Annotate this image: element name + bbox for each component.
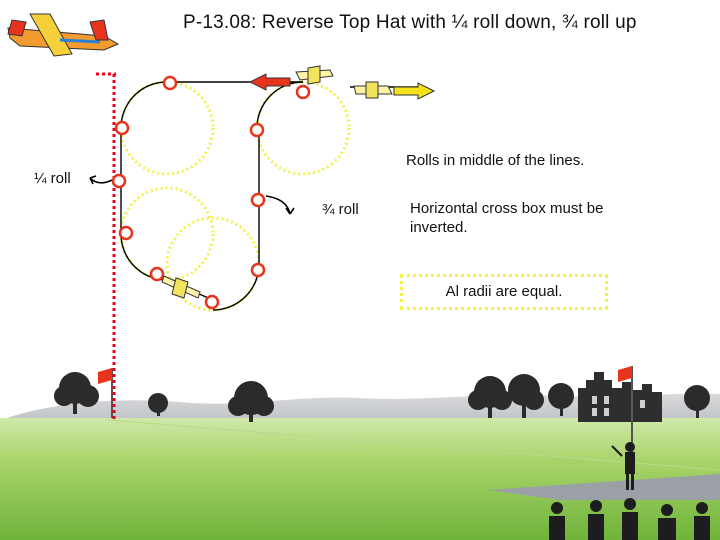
flag-icon: [98, 368, 113, 418]
quarter-roll-label: ¼ roll: [34, 170, 71, 187]
tree-icon: [228, 381, 274, 422]
airplane-icon: [295, 65, 334, 85]
marker: [149, 266, 165, 282]
three-quarter-roll-label: ¾ roll: [322, 201, 359, 218]
marker: [250, 262, 266, 278]
marker: [249, 122, 265, 138]
tree-icon: [548, 383, 574, 416]
radii-note: Al radii are equal.: [400, 274, 608, 310]
grass-field: [0, 418, 720, 540]
marker: [250, 192, 266, 208]
marker: [204, 294, 220, 310]
airplane-logo-icon: [7, 13, 120, 57]
yellow-arrow-right-icon: [393, 82, 436, 100]
diagram-title: P-13.08: Reverse Top Hat with ¼ roll dow…: [183, 12, 637, 33]
roll-arrows: [89, 175, 295, 215]
tree-icon: [54, 372, 99, 414]
tree-icon: [148, 393, 168, 416]
judge-icon: [588, 500, 604, 540]
tree-icon: [468, 376, 512, 418]
marker: [295, 84, 311, 100]
top-left-arc: [120, 81, 171, 129]
marker: [111, 173, 127, 189]
cross-box-note: Horizontal cross box must be inverted.: [410, 200, 604, 236]
castle-icon: [578, 372, 662, 422]
rolls-note: Rolls in middle of the lines.: [406, 152, 585, 169]
loop-guide-bottom-left: [119, 186, 215, 282]
runway: [488, 474, 720, 500]
flight-path: [120, 81, 420, 311]
top-right-arc: [256, 81, 304, 129]
judge-icon: [549, 502, 565, 540]
pilot-axis-line: [107, 419, 720, 471]
judge-icon: [694, 502, 710, 540]
judge-icon: [622, 498, 638, 540]
marker: [118, 225, 134, 241]
airplane-icon: [353, 81, 393, 99]
tree-icon: [684, 385, 710, 418]
marker: [114, 120, 130, 136]
marker: [162, 75, 178, 91]
red-arrow-left-icon: [248, 73, 291, 91]
three-quarter-roll-arrow: [265, 195, 291, 215]
tree-icon: [508, 374, 544, 418]
markers: [111, 75, 311, 310]
airplane-icon: [161, 275, 201, 299]
quarter-roll-arrow: [89, 177, 113, 184]
judge-icon: [658, 504, 676, 540]
pilot-icon: [611, 442, 635, 490]
box-boundary: [96, 72, 116, 420]
